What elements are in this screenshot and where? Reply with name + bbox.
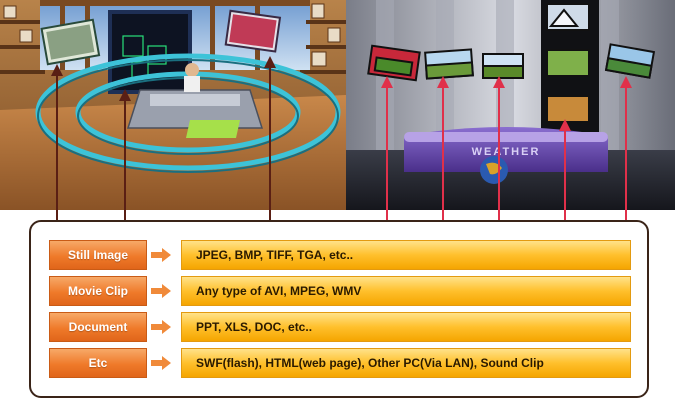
row-document: Document PPT, XLS, DOC, etc.. (49, 312, 631, 342)
arrow-right-icon (151, 248, 171, 262)
description-document: PPT, XLS, DOC, etc.. (181, 312, 631, 342)
arrow-right-icon (151, 320, 171, 334)
arrow-right-icon (151, 284, 171, 298)
studio-sign: WEATHER (472, 146, 541, 158)
category-movie-clip: Movie Clip (49, 276, 147, 306)
row-etc: Etc SWF(flash), HTML(web page), Other PC… (49, 348, 631, 378)
virtual-weather-studio: WEATHER (346, 0, 675, 210)
category-still-image: Still Image (49, 240, 147, 270)
virtual-news-studio (0, 0, 346, 210)
description-still-image: JPEG, BMP, TIFF, TGA, etc.. (181, 240, 631, 270)
arrow-right-icon (151, 356, 171, 370)
category-document: Document (49, 312, 147, 342)
row-movie-clip: Movie Clip Any type of AVI, MPEG, WMV (49, 276, 631, 306)
description-movie-clip: Any type of AVI, MPEG, WMV (181, 276, 631, 306)
row-still-image: Still Image JPEG, BMP, TIFF, TGA, etc.. (49, 240, 631, 270)
category-etc: Etc (49, 348, 147, 378)
description-etc: SWF(flash), HTML(web page), Other PC(Via… (181, 348, 631, 378)
